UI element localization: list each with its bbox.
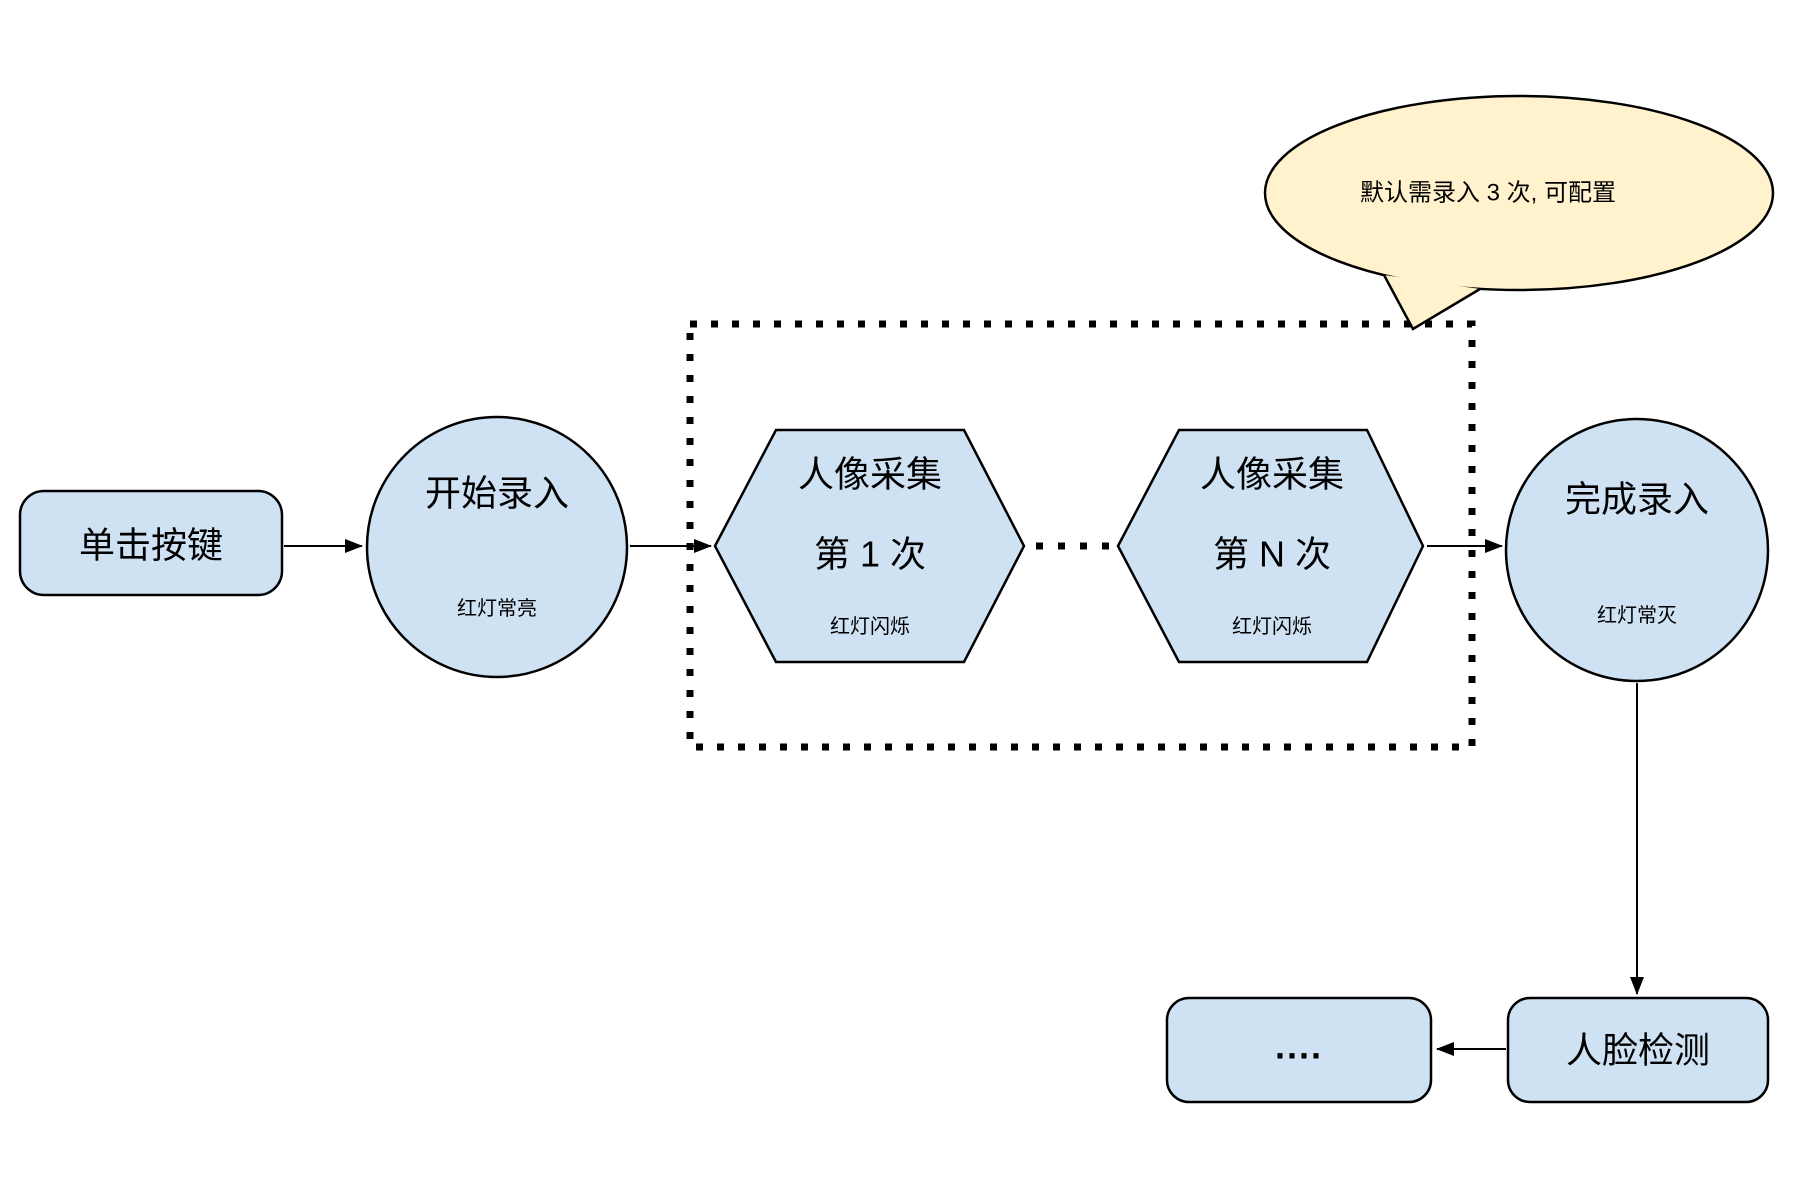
node-click-button-label: 单击按键 bbox=[79, 525, 223, 566]
node-capture-nth bbox=[1116, 428, 1425, 664]
callout-bubble-tail bbox=[1382, 274, 1481, 331]
node-capture-first-sublabel: 红灯闪烁 bbox=[830, 615, 910, 638]
callout-text: 默认需录入 3 次, 可配置 bbox=[1360, 180, 1616, 207]
node-capture-first bbox=[713, 428, 1026, 664]
node-capture-nth-label2: 第 N 次 bbox=[1213, 534, 1331, 575]
node-more-label: .... bbox=[1275, 1026, 1323, 1067]
callout-bubble: 默认需录入 3 次, 可配置 bbox=[1263, 94, 1775, 331]
node-finish-record-sublabel: 红灯常灭 bbox=[1597, 604, 1677, 627]
node-capture-nth-sublabel: 红灯闪烁 bbox=[1232, 615, 1312, 638]
node-start-record-sublabel: 红灯常亮 bbox=[457, 597, 537, 620]
callout-bubble-ellipse bbox=[1263, 94, 1775, 292]
node-capture-first-label2: 第 1 次 bbox=[814, 534, 926, 575]
node-click-button bbox=[18, 489, 284, 597]
node-finish-record bbox=[1504, 417, 1770, 683]
node-start-record bbox=[365, 415, 629, 679]
node-face-detection bbox=[1506, 996, 1770, 1104]
node-more bbox=[1165, 996, 1433, 1104]
node-face-detection-label: 人脸检测 bbox=[1566, 1030, 1710, 1071]
node-finish-record-label: 完成录入 bbox=[1565, 479, 1709, 520]
capture-loop-group-border bbox=[686, 320, 1476, 751]
node-capture-first-label: 人像采集 bbox=[798, 454, 942, 495]
node-capture-nth-label: 人像采集 bbox=[1200, 454, 1344, 495]
node-start-record-label: 开始录入 bbox=[425, 473, 569, 514]
